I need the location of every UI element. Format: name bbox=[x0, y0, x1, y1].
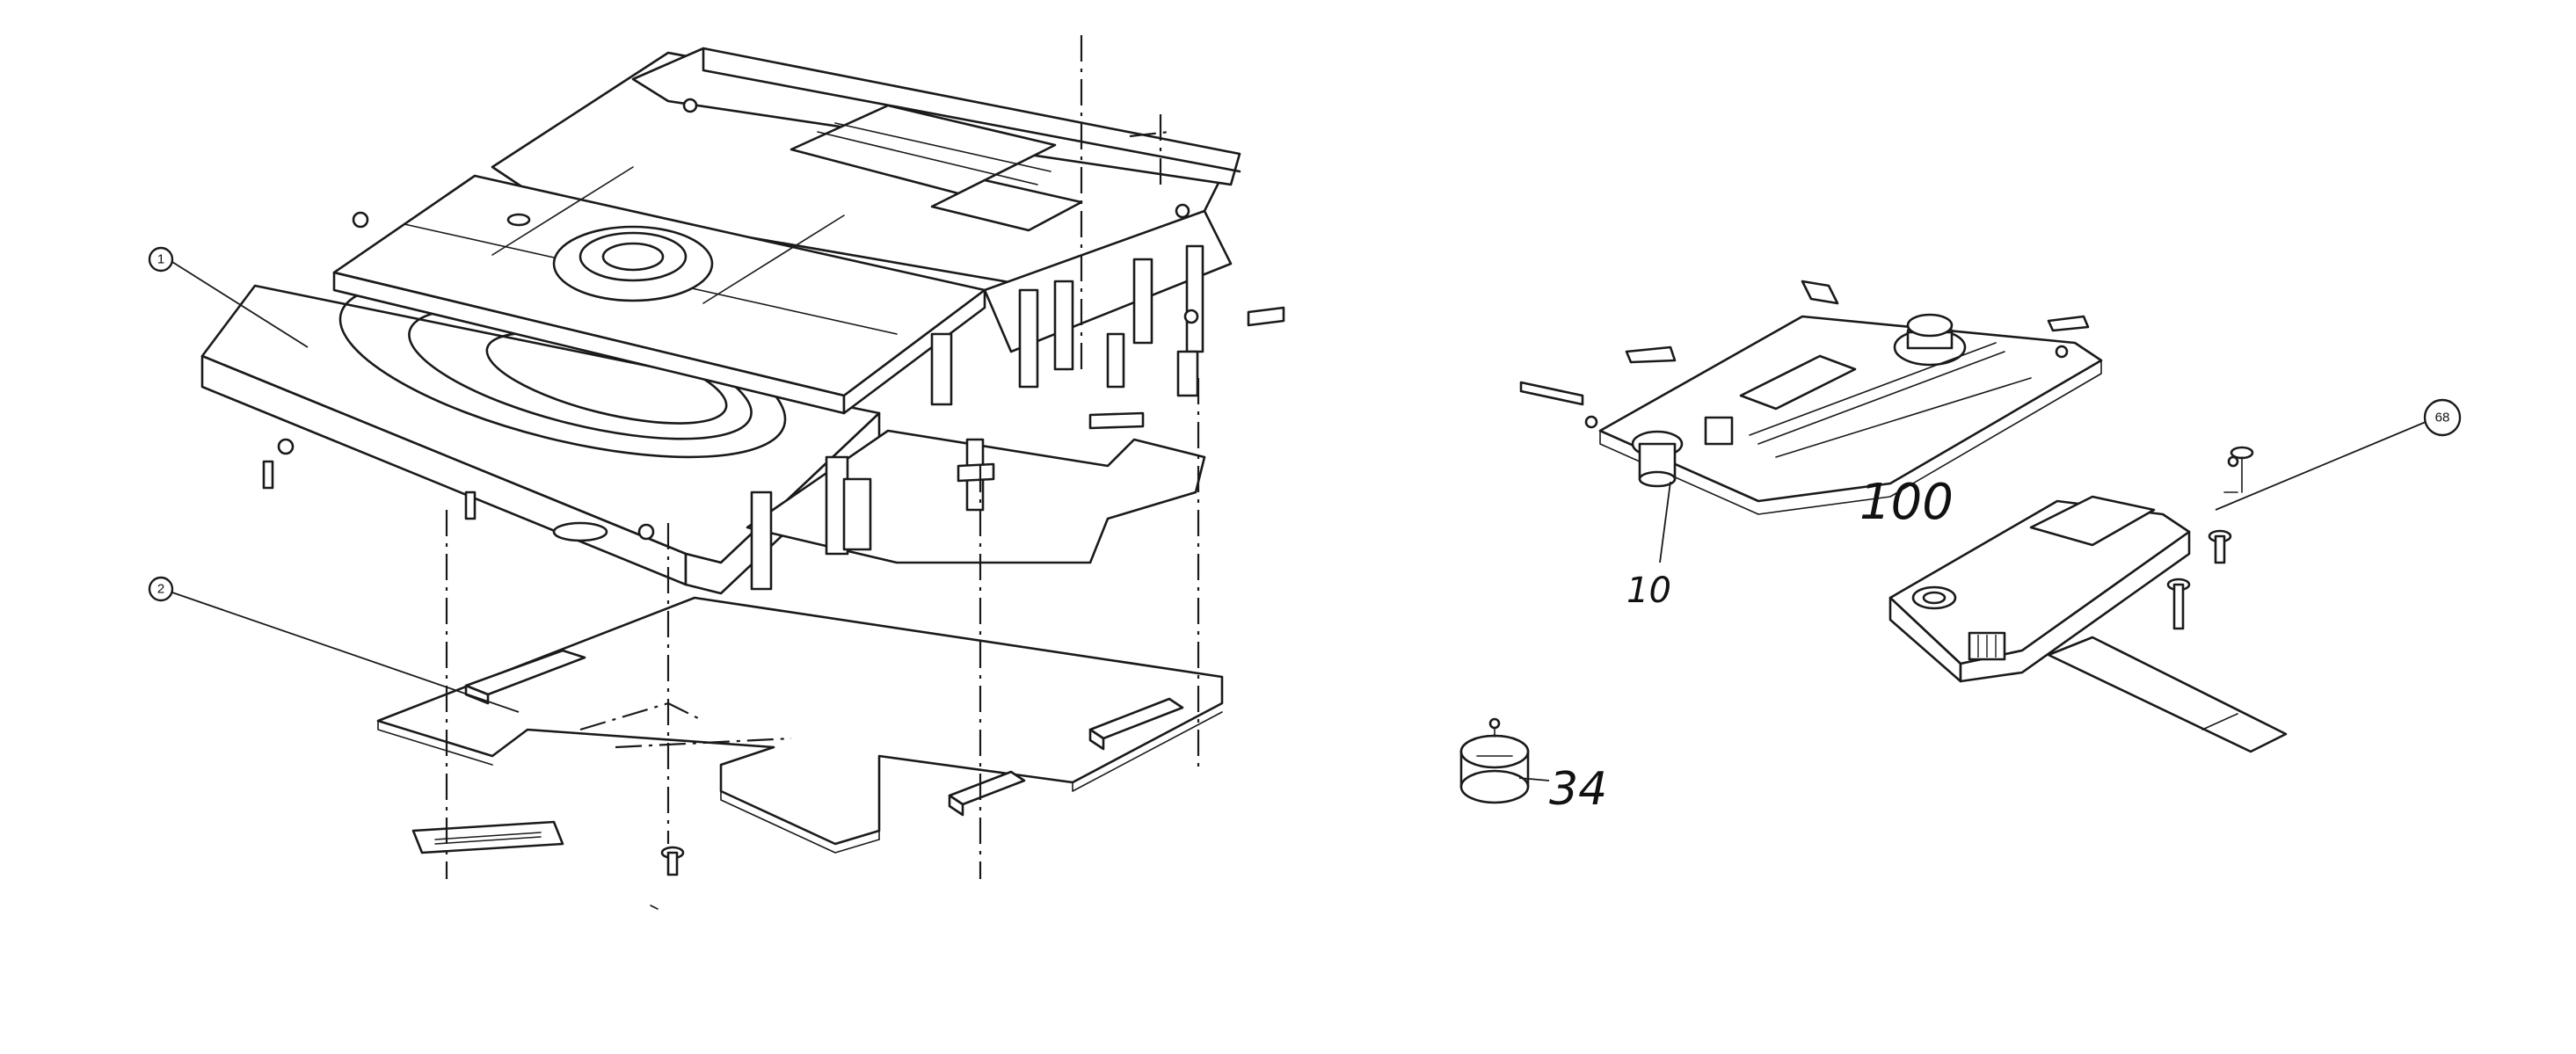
screw-bottom bbox=[660, 846, 685, 876]
part-label-34: 34 bbox=[1549, 763, 1607, 816]
callout-1: 1 bbox=[148, 246, 309, 348]
motor bbox=[1459, 717, 1550, 804]
callout-1-label: 1 bbox=[157, 252, 164, 267]
main-pcb bbox=[376, 596, 1224, 854]
part-label-10: 10 bbox=[1626, 481, 1671, 611]
callout-2: 2 bbox=[148, 576, 520, 713]
callout-2-label: 2 bbox=[157, 582, 164, 597]
part-100-label: 100 bbox=[1859, 474, 1954, 531]
flex-cable bbox=[411, 820, 564, 854]
alignment-lines bbox=[445, 35, 1200, 879]
optical-pickup bbox=[1888, 446, 2288, 753]
part-10-label: 10 bbox=[1626, 571, 1671, 611]
part-34-label: 34 bbox=[1549, 763, 1607, 816]
loader-assembly bbox=[200, 47, 1285, 595]
part-label-100: 100 bbox=[1859, 474, 1954, 531]
callout-68: 68 bbox=[2215, 398, 2462, 511]
callout-68-label: 68 bbox=[2435, 411, 2450, 425]
traverse-mechanism bbox=[1519, 280, 2103, 515]
